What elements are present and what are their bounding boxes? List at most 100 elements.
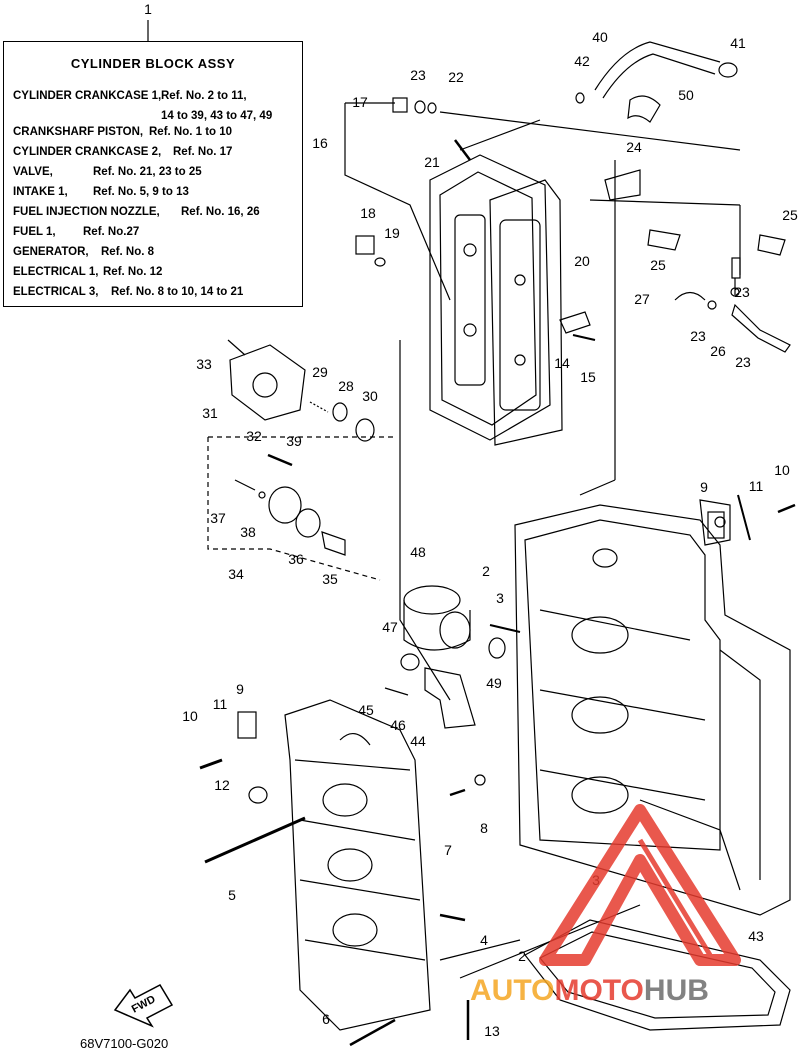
part-callout: 7 xyxy=(444,842,452,858)
legend-row-ref: Ref. No. 16, 26 xyxy=(181,206,260,218)
part-callout: 45 xyxy=(358,702,374,718)
legend-row-ref: Ref. No. 2 to 11, xyxy=(161,90,247,102)
part-callout: 44 xyxy=(410,733,426,749)
part-callout: 37 xyxy=(210,510,226,526)
legend-row-ref: Ref. No.27 xyxy=(83,226,140,238)
legend-row-ref: Ref. No. 8 to 10, 14 to 21 xyxy=(111,286,244,298)
legend-row-ref: Ref. No. 1 to 10 xyxy=(149,126,233,138)
legend-row: VALVE, Ref. No. 21, 23 to 25 xyxy=(13,166,202,178)
part-callout: 48 xyxy=(410,544,426,560)
part-callout: 39 xyxy=(286,433,302,449)
part-callout: 6 xyxy=(322,1011,330,1027)
part-callout: 13 xyxy=(484,1023,500,1039)
legend-row-ref: Ref. No. 21, 23 to 25 xyxy=(93,166,202,178)
diagram-code: 68V7100-G020 xyxy=(80,1036,169,1051)
part-callout: 28 xyxy=(338,378,354,394)
assembly-legend: CYLINDER BLOCK ASSY CYLINDER CRANKCASE 1… xyxy=(3,41,303,307)
legend-row-ref: Ref. No. 17 xyxy=(173,146,233,158)
legend-row: ELECTRICAL 3, Ref. No. 8 to 10, 14 to 21 xyxy=(13,286,243,298)
part-callout: 47 xyxy=(382,619,398,635)
part-callout: 33 xyxy=(196,356,212,372)
part-callout: 30 xyxy=(362,388,378,404)
part-callout: 8 xyxy=(480,820,488,836)
part-callout: 21 xyxy=(424,154,440,170)
legend-row: ELECTRICAL 1, Ref. No. 12 xyxy=(13,266,162,278)
legend-row-ref: Ref. No. 8 xyxy=(101,246,155,258)
legend-title: CYLINDER BLOCK ASSY xyxy=(70,56,236,71)
legend-row-name: ELECTRICAL 3, xyxy=(13,286,99,298)
legend-row-ref: Ref. No. 12 xyxy=(103,266,163,278)
part-callout: 49 xyxy=(486,675,502,691)
part-callout: 27 xyxy=(634,291,650,307)
legend-row-ref: Ref. No. 5, 9 to 13 xyxy=(93,186,189,198)
part-callout: 5 xyxy=(228,887,236,903)
legend-row-name: GENERATOR, xyxy=(13,246,89,258)
part-callout: 50 xyxy=(678,87,694,103)
part-callout: 9 xyxy=(236,681,244,697)
part-callout: 20 xyxy=(574,253,590,269)
legend-row-name: INTAKE 1, xyxy=(13,186,68,198)
part-callout: 23 xyxy=(735,354,751,370)
part-callout: 2 xyxy=(518,948,526,964)
part-callout: 29 xyxy=(312,364,328,380)
legend-row-name: CYLINDER CRANKCASE 1, xyxy=(13,90,162,102)
part-callout: 36 xyxy=(288,551,304,567)
part-callout: 23 xyxy=(690,328,706,344)
part-callout: 15 xyxy=(580,369,596,385)
part-callout: 16 xyxy=(312,135,328,151)
part-callout: 4 xyxy=(480,932,488,948)
part-callout: 14 xyxy=(554,355,570,371)
part-callout: 23 xyxy=(410,67,426,83)
part-callout: 22 xyxy=(448,69,464,85)
legend-row-name: CRANKSHARF PISTON, xyxy=(13,126,144,138)
svg-text:AUTOMOTOHUB: AUTOMOTOHUB xyxy=(470,974,709,1007)
part-callout: 2 xyxy=(482,563,490,579)
part-callout: 25 xyxy=(650,257,666,273)
legend-row: FUEL INJECTION NOZZLE, Ref. No. 16, 26 xyxy=(13,206,260,218)
part-callout: 43 xyxy=(748,928,764,944)
part-callout: 12 xyxy=(214,777,230,793)
part-callout: 41 xyxy=(730,35,746,51)
part-callout: 24 xyxy=(626,139,642,155)
part-callout: 3 xyxy=(496,590,504,606)
part-callout: 18 xyxy=(360,205,376,221)
part-callout: 26 xyxy=(710,343,726,359)
part-callout: 10 xyxy=(774,462,790,478)
part-callout: 25 xyxy=(782,207,798,223)
watermark-part-1: AUTO xyxy=(470,974,554,1007)
watermark-part-2: MOTO xyxy=(554,974,643,1007)
part-callout: 46 xyxy=(390,717,406,733)
assembly-callout: 1 xyxy=(144,1,152,17)
part-callout: 23 xyxy=(734,284,750,300)
legend-row: FUEL 1, Ref. No.27 xyxy=(13,226,139,238)
part-callout: 32 xyxy=(246,428,262,444)
part-callout: 38 xyxy=(240,524,256,540)
legend-row-name: VALVE, xyxy=(13,166,53,178)
legend-row-name: CYLINDER CRANKCASE 2, xyxy=(13,146,162,158)
legend-row: GENERATOR, Ref. No. 8 xyxy=(13,246,154,258)
part-callout: 40 xyxy=(592,29,608,45)
part-callout: 19 xyxy=(384,225,400,241)
legend-row: CYLINDER CRANKCASE 1,Ref. No. 2 to 11, xyxy=(13,90,247,102)
fwd-arrow-icon: FWD xyxy=(113,984,174,1028)
watermark-part-3: HUB xyxy=(644,974,709,1007)
legend-row-ref: 14 to 39, 43 to 47, 49 xyxy=(161,110,273,122)
automotohub-watermark: AUTOMOTOHUB xyxy=(470,804,741,1007)
legend-row-name: FUEL 1, xyxy=(13,226,56,238)
part-callout: 11 xyxy=(213,696,228,712)
part-callout: 34 xyxy=(228,566,244,582)
legend-row: INTAKE 1, Ref. No. 5, 9 to 13 xyxy=(13,186,189,198)
part-callout: 11 xyxy=(749,478,764,494)
legend-row: CRANKSHARF PISTON, Ref. No. 1 to 10 xyxy=(13,126,232,138)
legend-row-name: ELECTRICAL 1, xyxy=(13,266,99,278)
part-callout: 10 xyxy=(182,708,198,724)
legend-row-name: FUEL INJECTION NOZZLE, xyxy=(13,206,160,218)
part-callout: 35 xyxy=(322,571,338,587)
part-callout: 9 xyxy=(700,479,708,495)
part-callout: 31 xyxy=(202,405,218,421)
part-callout: 17 xyxy=(352,94,368,110)
part-callout: 42 xyxy=(574,53,590,69)
legend-row: CYLINDER CRANKCASE 2, Ref. No. 17 xyxy=(13,146,232,158)
